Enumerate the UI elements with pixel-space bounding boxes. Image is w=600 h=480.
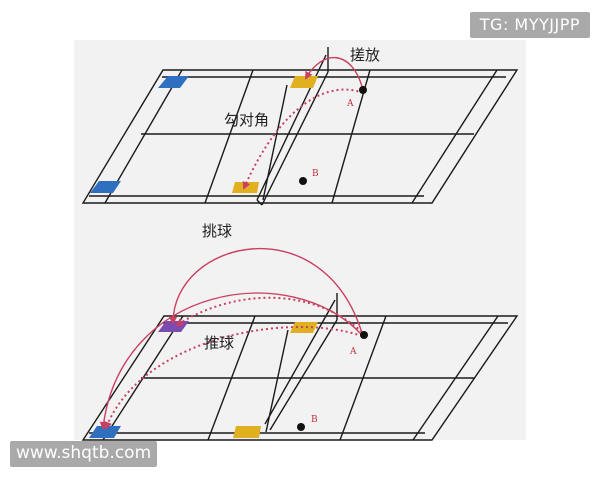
top-net-shot-label: 搓放: [350, 46, 380, 64]
top-yellow-zone-far: [290, 76, 318, 88]
top-blue-zone-near: [90, 181, 121, 193]
top-yellow-zone-near: [232, 182, 259, 193]
bottom-player-a-label: A: [349, 347, 357, 357]
bottom-push-near-path: [104, 325, 363, 430]
bottom-push-label: 推球: [204, 334, 234, 352]
bottom-lift-label: 挑球: [202, 222, 232, 240]
watermark-bottom: www.shqtb.com: [10, 441, 158, 467]
bottom-yellow-zone-near: [233, 426, 261, 438]
top-player-b-label: B: [312, 169, 319, 179]
bottom-player-b-label: B: [311, 415, 318, 425]
bottom-player-a-dot: [360, 331, 368, 339]
bottom-yellow-zone-far: [290, 322, 318, 333]
bottom-court: A B 挑球 推球: [81, 222, 519, 441]
watermark-top: TG: MYYJJPP: [469, 12, 590, 38]
bottom-lift-low-path: [99, 292, 363, 430]
bottom-lift-high-path: [169, 248, 363, 334]
top-net-shot-path: [305, 56, 364, 91]
top-court-lines: [81, 69, 519, 204]
bottom-push-far-path: [175, 296, 363, 333]
bottom-blue-zone-near: [89, 426, 121, 438]
top-court: A B 搓放 勾对角: [81, 46, 519, 206]
top-blue-zone-far: [158, 76, 189, 88]
top-player-b-dot: [299, 177, 307, 185]
top-player-a-label: A: [346, 99, 354, 109]
top-cross-court-label: 勾对角: [224, 111, 269, 129]
diagram-panel: [74, 40, 526, 440]
bottom-player-b-dot: [297, 423, 305, 431]
top-cross-court-path: [242, 88, 364, 190]
bottom-net: [264, 293, 338, 431]
top-player-a-dot: [359, 86, 367, 94]
